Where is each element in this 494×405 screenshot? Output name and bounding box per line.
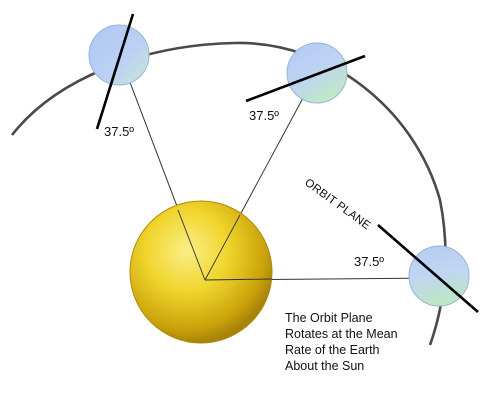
planet-right-axis <box>377 224 479 313</box>
caption-line-1: The Orbit Plane <box>285 311 373 325</box>
caption-line-3: Rate of the Earth <box>285 343 380 357</box>
radius-line-left-over-sun <box>177 209 206 281</box>
radius-line-right-over-sun <box>204 278 273 281</box>
angle-label-right: 37.5º <box>354 254 384 269</box>
radius-line-top-over-sun <box>204 214 241 281</box>
caption-line-4: About the Sun <box>285 359 364 373</box>
planet-left-axis <box>95 13 135 130</box>
angle-label-top: 37.5º <box>249 108 279 123</box>
orbit-plane-label: ORBIT PLANE <box>302 177 372 233</box>
caption-line-2: Rotates at the Mean <box>285 327 398 341</box>
planet-top-axis <box>245 54 366 103</box>
angle-label-left: 37.5º <box>104 124 134 139</box>
sun <box>129 200 273 344</box>
